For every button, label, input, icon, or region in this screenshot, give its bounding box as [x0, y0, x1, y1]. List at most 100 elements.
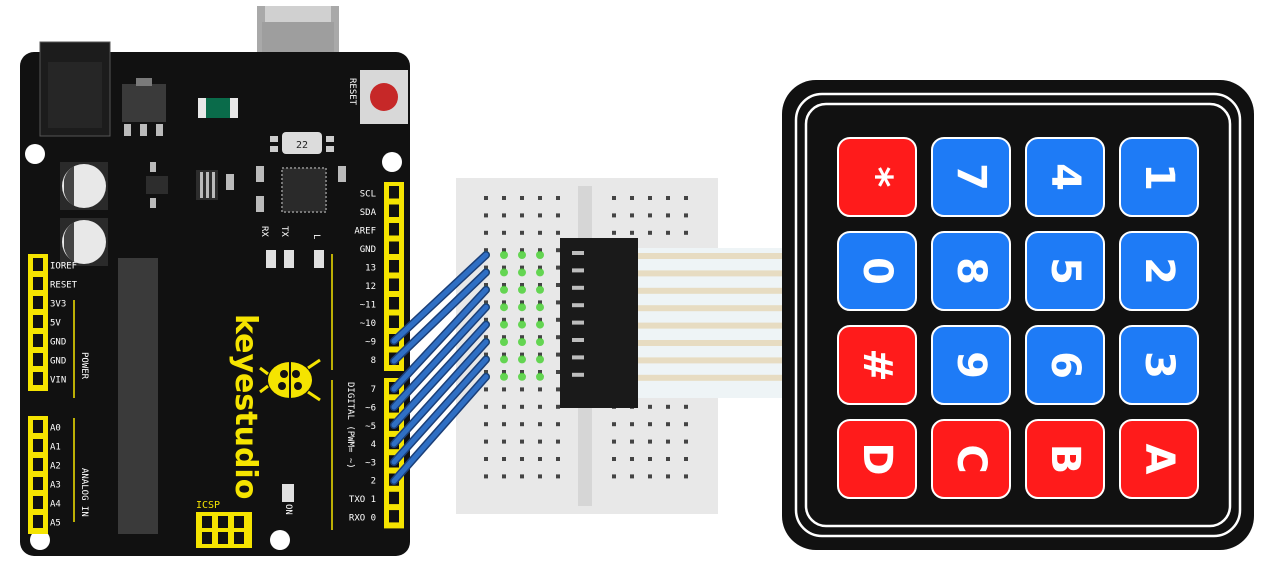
jumper-wire: [391, 304, 489, 410]
breadboard-hole: [484, 213, 488, 218]
breadboard-hole: [612, 213, 616, 218]
connector-pins: [572, 251, 584, 377]
rx-led: [266, 250, 276, 268]
key-label: 6: [1042, 351, 1088, 379]
breadboard-hole: [502, 387, 506, 392]
digital-pin-label: 12: [365, 282, 376, 292]
active-hole: [500, 285, 508, 294]
green-component: [198, 98, 238, 118]
breadboard-hole: [538, 422, 542, 427]
active-hole: [500, 338, 508, 346]
ribbon-strand: [638, 305, 788, 312]
breadboard-hole: [502, 335, 506, 340]
key-3[interactable]: [1119, 325, 1199, 405]
digital-pin-label: AREF: [354, 226, 376, 236]
breadboard-hole: [520, 300, 524, 305]
keypad-connector: [560, 238, 638, 408]
analog-pin-label: A2: [50, 462, 61, 472]
l-label: L: [311, 234, 321, 239]
breadboard-hole: [556, 439, 560, 444]
breadboard-hole: [630, 196, 634, 200]
breadboard-hole: [520, 422, 524, 427]
breadboard-hole: [684, 439, 688, 444]
active-hole: [536, 303, 544, 312]
breadboard-hole: [648, 422, 652, 427]
breadboard-hole: [502, 474, 506, 479]
key-D[interactable]: [837, 419, 917, 499]
connector-pin: [572, 320, 584, 325]
breadboard-hole: [520, 196, 524, 200]
digital-pin-label: ~5: [365, 422, 376, 432]
key-*[interactable]: [837, 137, 917, 217]
key-6[interactable]: [1025, 325, 1105, 405]
on-label: ON: [283, 504, 293, 515]
usb-chip: [281, 167, 327, 213]
key-C[interactable]: [931, 419, 1011, 499]
breadboard-hole: [520, 317, 524, 322]
connector-pin: [572, 372, 584, 377]
breadboard-hole: [612, 457, 616, 461]
key-9[interactable]: [931, 325, 1011, 405]
power-pin-label: VIN: [50, 376, 66, 386]
key-4[interactable]: [1025, 137, 1105, 217]
breadboard-hole: [556, 213, 560, 218]
key-label: A: [1136, 444, 1182, 475]
breadboard-hole: [484, 457, 488, 461]
breadboard-hole: [538, 248, 542, 253]
breadboard-hole: [538, 404, 542, 409]
breadboard-hole: [520, 335, 524, 340]
active-hole: [536, 355, 544, 364]
breadboard-hole: [484, 248, 488, 253]
breadboard-hole: [502, 352, 506, 357]
breadboard-hole: [502, 370, 506, 374]
key-#[interactable]: [837, 325, 917, 405]
breadboard-hole: [484, 230, 488, 235]
active-hole: [536, 251, 544, 259]
breadboard-hole: [538, 213, 542, 218]
breadboard-hole: [556, 196, 560, 200]
digital-pin-label: GND: [360, 245, 376, 255]
key-1[interactable]: [1119, 137, 1199, 217]
arduino-board: RESET 22 RX: [20, 6, 410, 556]
breadboard-hole: [556, 457, 560, 461]
breadboard-hole: [556, 265, 560, 270]
active-hole: [536, 320, 544, 329]
icsp-header: [196, 512, 252, 548]
breadboard-hole: [666, 422, 670, 427]
active-hole: [536, 372, 544, 381]
breadboard-hole: [538, 196, 542, 200]
key-label: 3: [1136, 351, 1182, 379]
key-0[interactable]: [837, 231, 917, 311]
key-label: D: [854, 442, 900, 475]
rx-label: RX: [259, 226, 269, 237]
breadboard-hole: [520, 439, 524, 444]
key-A[interactable]: [1119, 419, 1199, 499]
breadboard-hole: [612, 196, 616, 200]
breadboard-hole: [630, 230, 634, 235]
power-pin-label: GND: [50, 357, 66, 367]
key-2[interactable]: [1119, 231, 1199, 311]
key-7[interactable]: [931, 137, 1011, 217]
breadboard-hole: [538, 335, 542, 340]
analog-pin-label: A4: [50, 500, 61, 510]
digital-pin-label: 8: [371, 356, 376, 366]
breadboard-hole: [666, 439, 670, 444]
breadboard-hole: [484, 335, 488, 340]
ribbon-strand: [638, 374, 788, 381]
key-8[interactable]: [931, 231, 1011, 311]
breadboard-hole: [520, 404, 524, 409]
active-hole: [518, 320, 526, 329]
analog-pin-label: A0: [50, 424, 61, 434]
key-5[interactable]: [1025, 231, 1105, 311]
breadboard-hole: [502, 457, 506, 461]
breadboard-hole: [648, 230, 652, 235]
power-label: POWER: [79, 352, 89, 380]
key-B[interactable]: [1025, 419, 1105, 499]
ribbon-strand: [638, 287, 788, 294]
breadboard-hole: [556, 300, 560, 305]
analog-label: ANALOG IN: [79, 468, 89, 517]
connector-pin: [572, 338, 584, 342]
breadboard-hole: [520, 387, 524, 392]
